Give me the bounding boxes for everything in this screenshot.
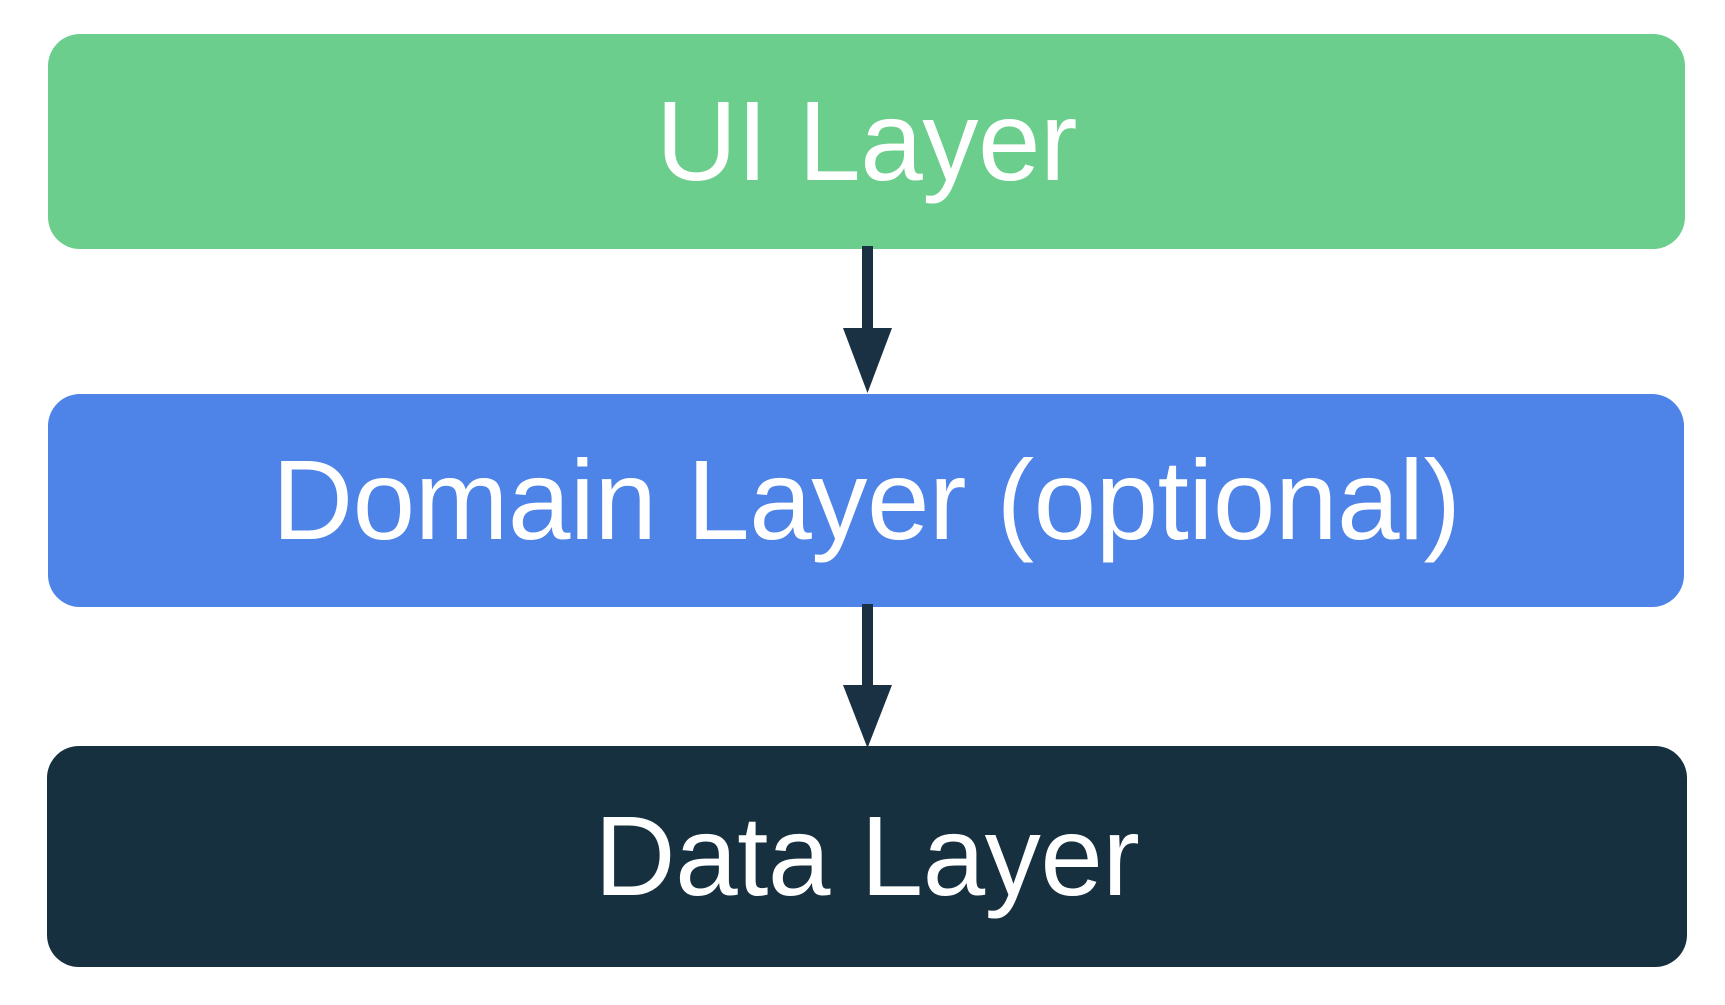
- layer-box-ui[interactable]: UI Layer: [48, 34, 1685, 249]
- layer-box-domain[interactable]: Domain Layer (optional): [48, 394, 1684, 607]
- arrow-domain-to-data-icon: [843, 604, 892, 748]
- layer-label-data: Data Layer: [594, 793, 1140, 919]
- layer-label-domain: Domain Layer (optional): [271, 437, 1461, 563]
- arrow-ui-to-domain-icon: [843, 246, 892, 393]
- layer-box-data[interactable]: Data Layer: [47, 746, 1687, 967]
- layer-label-ui: UI Layer: [656, 78, 1077, 204]
